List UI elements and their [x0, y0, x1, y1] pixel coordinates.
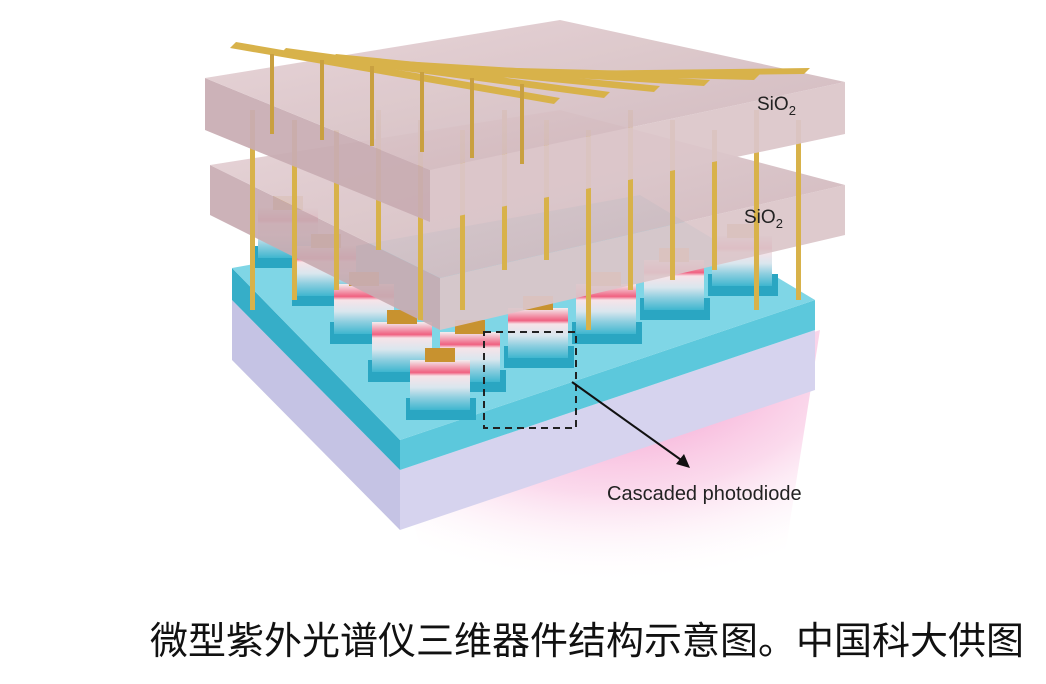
via-post: [460, 130, 465, 310]
photodiode-highlight-box: [483, 331, 577, 429]
electrode-post: [420, 72, 424, 152]
via-post: [334, 130, 339, 290]
label-text: SiO: [757, 94, 789, 115]
via-post: [628, 110, 633, 290]
cascaded-photodiode-label: Cascaded photodiode: [607, 483, 802, 505]
via-post: [796, 120, 801, 300]
electrode-post: [320, 60, 324, 140]
figure-caption: 微型紫外光谱仪三维器件结构示意图。中国科大供图: [150, 619, 1025, 663]
via-post: [754, 110, 759, 310]
upper-sio2-label: SiO2: [757, 94, 796, 118]
label-subscript: 2: [775, 215, 783, 231]
electrode-line: [480, 68, 810, 78]
via-post: [292, 120, 297, 300]
gold-electrode-lines: [230, 42, 810, 164]
electrode-post: [520, 84, 524, 164]
via-post: [418, 120, 423, 320]
via-post: [250, 110, 255, 310]
lower-sio2-label: SiO2: [744, 207, 783, 231]
electrode-post: [470, 78, 474, 158]
via-post: [670, 120, 675, 280]
label-subscript: 2: [788, 102, 796, 118]
photodiode-stack: [410, 360, 470, 410]
via-post: [712, 130, 717, 270]
photodiode-contact: [425, 348, 455, 362]
arrowhead-icon: [676, 454, 690, 468]
callout-arrow: [571, 381, 685, 463]
via-post: [586, 130, 591, 330]
label-text: SiO: [744, 207, 776, 228]
electrode-post: [270, 54, 274, 134]
electrode-post: [370, 66, 374, 146]
